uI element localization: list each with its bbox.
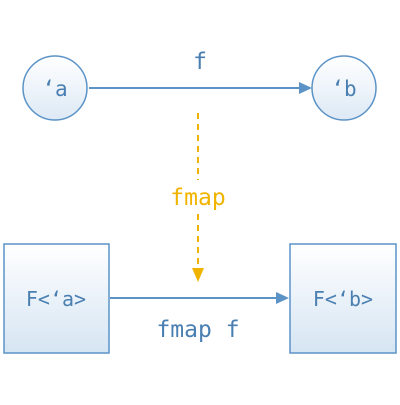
bottom-right-node-label: F<‘b> (313, 287, 373, 311)
top-arrow-label: f (193, 49, 207, 75)
lift-arrow (192, 113, 204, 282)
top-arrow (89, 82, 312, 94)
arrowhead-icon (192, 268, 204, 282)
arrowhead-icon (276, 292, 289, 304)
bottom-left-node: F<‘a> (3, 243, 110, 354)
bottom-left-node-label: F<‘a> (26, 287, 86, 311)
top-right-node: ‘b (311, 55, 377, 121)
top-right-node-label: ‘b (331, 77, 356, 101)
bottom-right-node: F<‘b> (289, 243, 397, 354)
bottom-arrow-label: fmap f (156, 317, 239, 343)
lift-arrow-label: fmap (170, 185, 225, 211)
top-left-node-label: ‘a (42, 77, 67, 101)
top-left-node: ‘a (22, 55, 88, 121)
arrowhead-icon (299, 82, 312, 94)
bottom-arrow (110, 292, 289, 304)
